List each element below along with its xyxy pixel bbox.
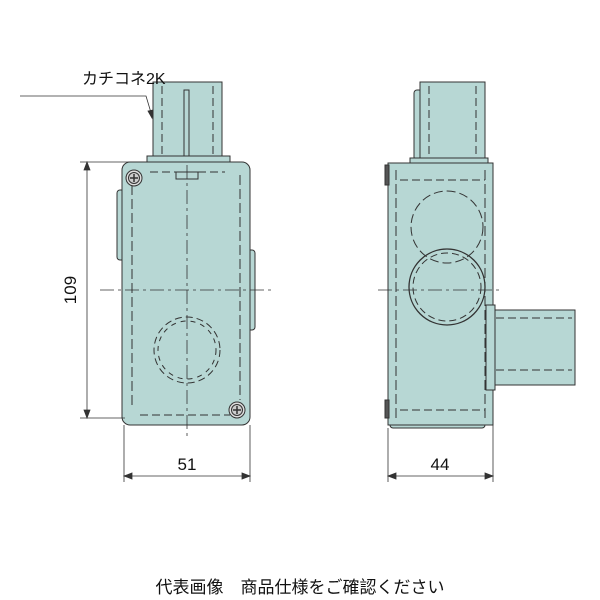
knockout-circle <box>408 248 486 326</box>
side-width-dimension-label: 44 <box>431 455 450 474</box>
knockout-circle <box>410 190 484 264</box>
top-conduit <box>419 81 486 163</box>
side-conduit <box>491 309 576 386</box>
box-body <box>387 162 494 426</box>
screw-icon <box>125 169 143 187</box>
front-view <box>100 81 275 440</box>
box-body <box>121 161 251 426</box>
height-dimension-label: 109 <box>61 276 80 304</box>
side-view <box>378 81 576 429</box>
footer-note: 代表画像 商品仕様をご確認ください <box>155 578 445 598</box>
callout-label: カチコネ2K <box>82 70 166 88</box>
screw-icon <box>228 401 246 419</box>
front-width-dimension-label: 51 <box>178 455 197 474</box>
dimension-lines <box>20 95 495 482</box>
